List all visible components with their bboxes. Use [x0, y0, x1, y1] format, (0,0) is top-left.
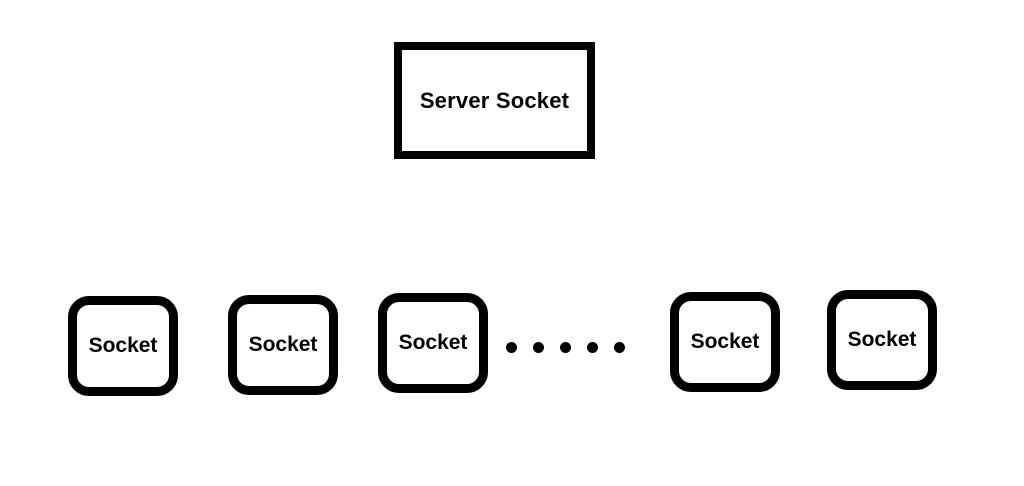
socket-box: Socket	[68, 296, 178, 396]
dot-icon	[587, 342, 598, 353]
socket-box: Socket	[228, 295, 338, 395]
socket-label: Socket	[88, 334, 158, 357]
dot-icon	[614, 342, 625, 353]
dot-icon	[560, 342, 571, 353]
server-socket-label: Server Socket	[419, 87, 570, 113]
ellipsis-dots-icon	[506, 342, 625, 353]
socket-label: Socket	[398, 331, 468, 354]
socket-label: Socket	[248, 333, 318, 356]
socket-box: Socket	[827, 290, 937, 390]
socket-label: Socket	[690, 330, 760, 353]
socket-box: Socket	[670, 292, 780, 392]
socket-box: Socket	[378, 293, 488, 393]
socket-label: Socket	[847, 328, 917, 351]
dot-icon	[533, 342, 544, 353]
dot-icon	[506, 342, 517, 353]
server-socket-box: Server Socket	[394, 42, 595, 159]
